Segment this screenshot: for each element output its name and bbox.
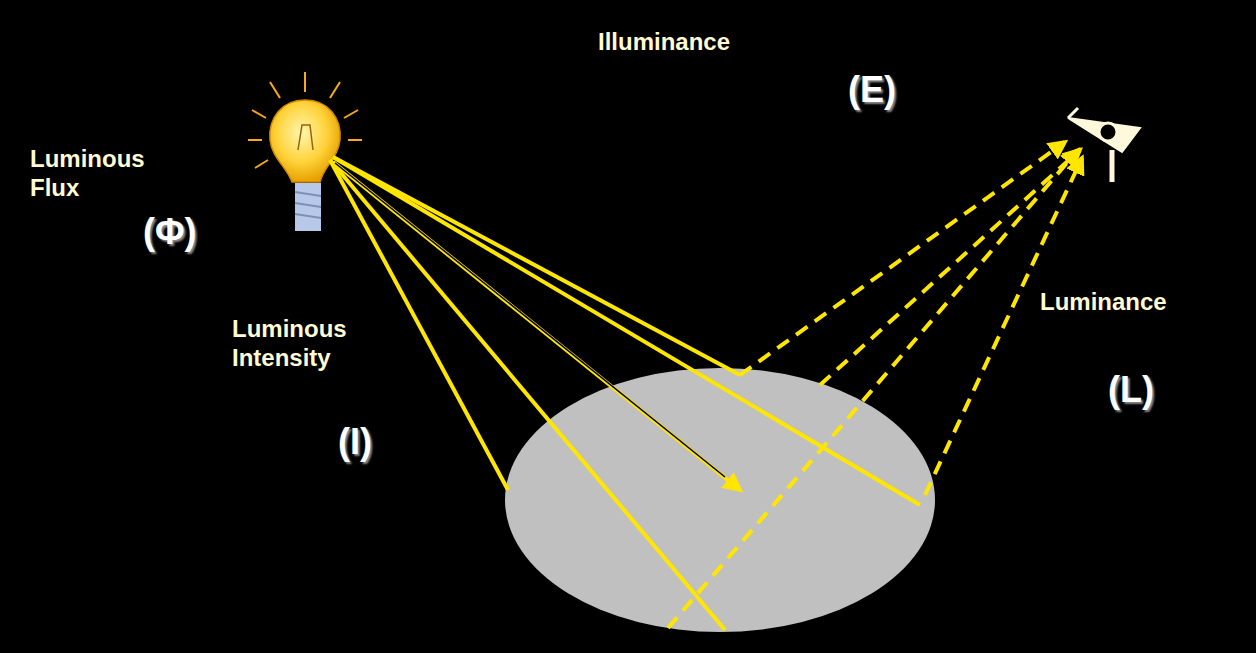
intensity-arrow — [335, 163, 725, 477]
observer-eye — [1068, 108, 1140, 182]
quantity-symbol: (L) — [1108, 368, 1154, 411]
quantity-name: Luminous Intensity — [232, 315, 372, 373]
illuminated-surface — [505, 368, 935, 632]
quantity-symbol: (E) — [848, 68, 896, 111]
light-bulb — [270, 100, 340, 231]
light-rays — [330, 157, 920, 630]
quantity-name: Luminance — [1040, 288, 1167, 317]
quantity-name: Illuminance — [598, 28, 730, 57]
reflected-rays — [668, 142, 1082, 628]
quantity-name: Luminous Flux — [30, 145, 152, 203]
quantity-symbol: (I) — [338, 420, 372, 463]
quantity-symbol: (Φ) — [143, 210, 197, 253]
